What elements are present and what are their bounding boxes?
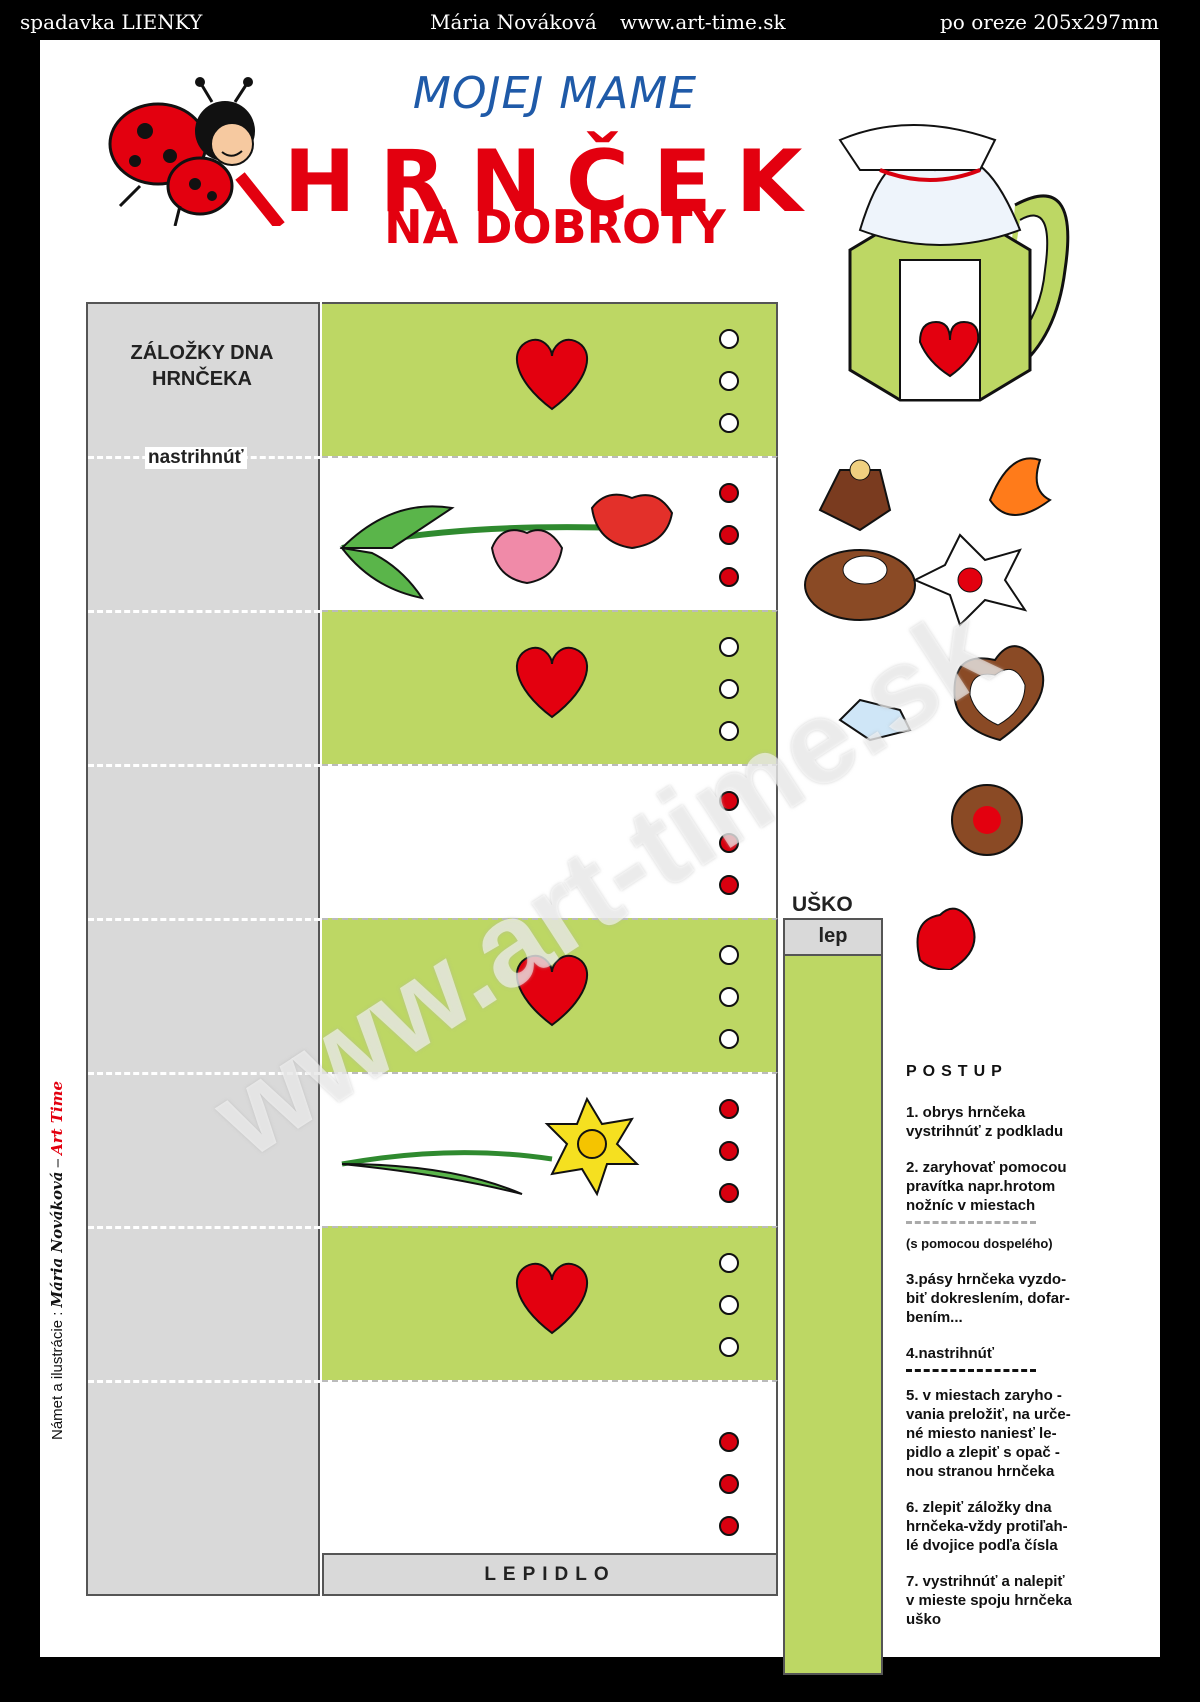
glue-strip: LEPIDLO — [322, 1553, 778, 1596]
strip-6 — [322, 1072, 778, 1226]
dot-red — [719, 525, 739, 545]
handle-strip — [783, 956, 883, 1675]
credit-sep: – — [49, 1154, 66, 1168]
dot-white — [719, 637, 739, 657]
dot-red — [719, 1474, 739, 1494]
strip-7 — [322, 1226, 778, 1380]
credit-brand: Art Time — [48, 1080, 66, 1155]
dot-white — [719, 329, 739, 349]
step-6: 6. zlepiť záložky dna hrnčeka-vždy proti… — [906, 1499, 1068, 1554]
candies-illustration — [804, 457, 1052, 970]
fold-line — [88, 610, 320, 613]
strip-1 — [322, 302, 778, 456]
sheet: MOJEJ MAME HRNČEK NA DOBROTY ZÁLOŽKY DNA… — [40, 40, 1160, 1675]
cut-line-sample — [906, 1369, 1036, 1372]
dot-red — [719, 875, 739, 895]
dot-white — [719, 1253, 739, 1273]
step-4: 4.nastrihnúť — [906, 1345, 995, 1362]
dot-white — [719, 371, 739, 391]
cut-label: nastrihnúť — [145, 447, 247, 469]
credit: Námet a ilustrácie : Mária Nováková – Ar… — [48, 1081, 66, 1440]
tulips-icon — [339, 493, 674, 600]
tabs-heading: ZÁLOŽKY DNA HRNČEKA — [130, 342, 274, 390]
credit-prefix: Námet a ilustrácie : — [49, 1311, 66, 1440]
header-size: po oreze 205x297mm — [940, 10, 1159, 34]
step-note: (s pomocou dospelého) — [906, 1236, 1053, 1251]
step-2: 2. zaryhovať pomocou pravítka napr.hroto… — [906, 1159, 1067, 1214]
fold-line — [88, 1380, 320, 1383]
heart-icon — [515, 954, 589, 1027]
score-line-sample — [906, 1221, 1036, 1224]
strip-5 — [322, 918, 778, 1072]
heart-icon — [515, 646, 589, 719]
dot-red — [719, 567, 739, 587]
step-7: 7. vystrihnúť a nalepiť v mieste spoju h… — [906, 1573, 1072, 1628]
heart-icon — [515, 1262, 589, 1335]
dot-white — [719, 1295, 739, 1315]
bottom-tabs-column — [86, 302, 320, 1596]
title-line3: NA DOBROTY — [384, 200, 726, 254]
handle-title: UŠKO — [792, 893, 853, 916]
ladybug-icon — [108, 77, 285, 226]
fold-line — [88, 1226, 320, 1229]
heart-icon — [515, 338, 589, 411]
fold-line — [88, 918, 320, 921]
fold-line — [88, 764, 320, 767]
header-left: spadavka LIENKY — [20, 10, 203, 34]
strip-8 — [322, 1380, 778, 1553]
dot-white — [719, 721, 739, 741]
instructions: POSTUP 1. obrys hrnčeka vystrihnúť z pod… — [906, 1062, 1126, 1646]
dot-red — [719, 1141, 739, 1161]
mug-illustration — [838, 124, 1070, 402]
strip-4 — [322, 764, 778, 918]
dot-red — [719, 833, 739, 853]
daffodil-icon — [341, 1096, 640, 1197]
instructions-heading: POSTUP — [906, 1063, 1008, 1080]
handle-glue: lep — [783, 918, 883, 956]
dot-red — [719, 1432, 739, 1452]
dot-red — [719, 1516, 739, 1536]
step-5: 5. v miestach zaryho - vania preložiť, n… — [906, 1387, 1071, 1480]
dot-white — [719, 679, 739, 699]
header-author: Mária Nováková — [430, 10, 597, 34]
dot-white — [719, 1029, 739, 1049]
top-bar: spadavka LIENKY Mária Nováková www.art-t… — [0, 0, 1200, 40]
dot-white — [719, 413, 739, 433]
step-3: 3.pásy hrnčeka vyzdo- biť dokreslením, d… — [906, 1271, 1070, 1326]
header-website: www.art-time.sk — [620, 10, 786, 34]
dot-red — [719, 791, 739, 811]
dot-white — [719, 1337, 739, 1357]
dot-white — [719, 945, 739, 965]
dot-red — [719, 483, 739, 503]
dot-red — [719, 1099, 739, 1119]
fold-line — [88, 1072, 320, 1075]
title-line1: MOJEJ MAME — [412, 68, 698, 119]
dot-red — [719, 1183, 739, 1203]
title-line2: HRNČEK — [283, 132, 827, 232]
credit-author: Mária Nováková — [48, 1171, 66, 1308]
strip-2 — [322, 456, 778, 610]
dot-white — [719, 987, 739, 1007]
step-1: 1. obrys hrnčeka vystrihnúť z podkladu — [906, 1104, 1064, 1140]
strip-3 — [322, 610, 778, 764]
